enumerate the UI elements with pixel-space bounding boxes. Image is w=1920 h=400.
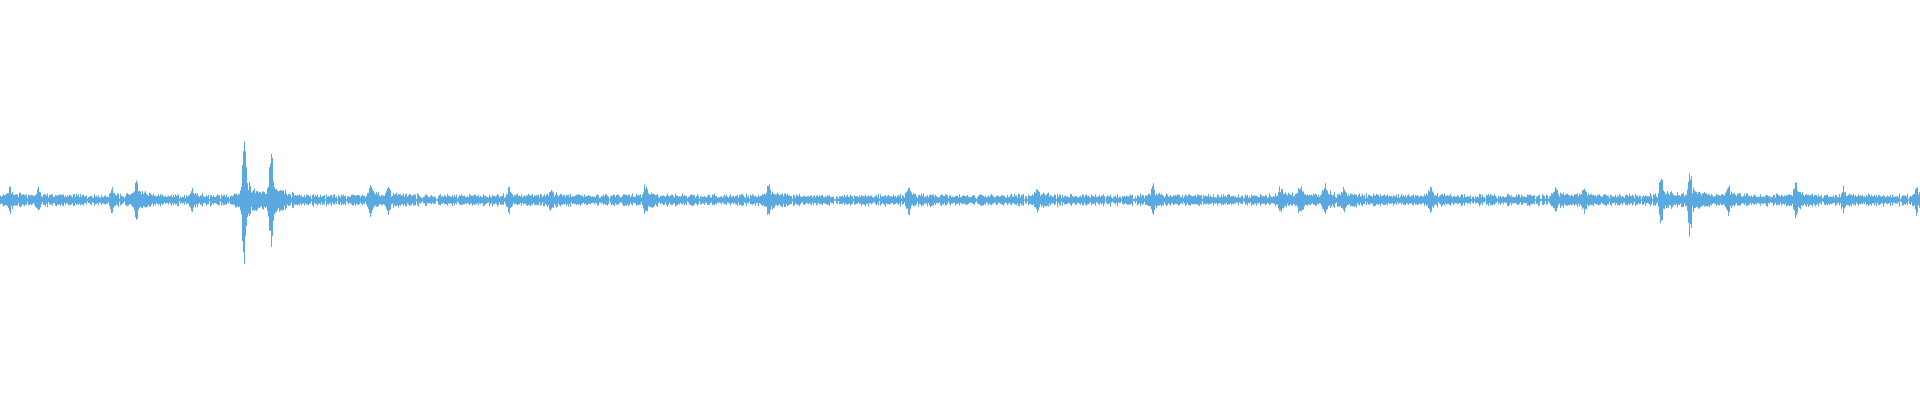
waveform-path [0, 141, 1920, 264]
waveform-trace [0, 141, 1920, 264]
